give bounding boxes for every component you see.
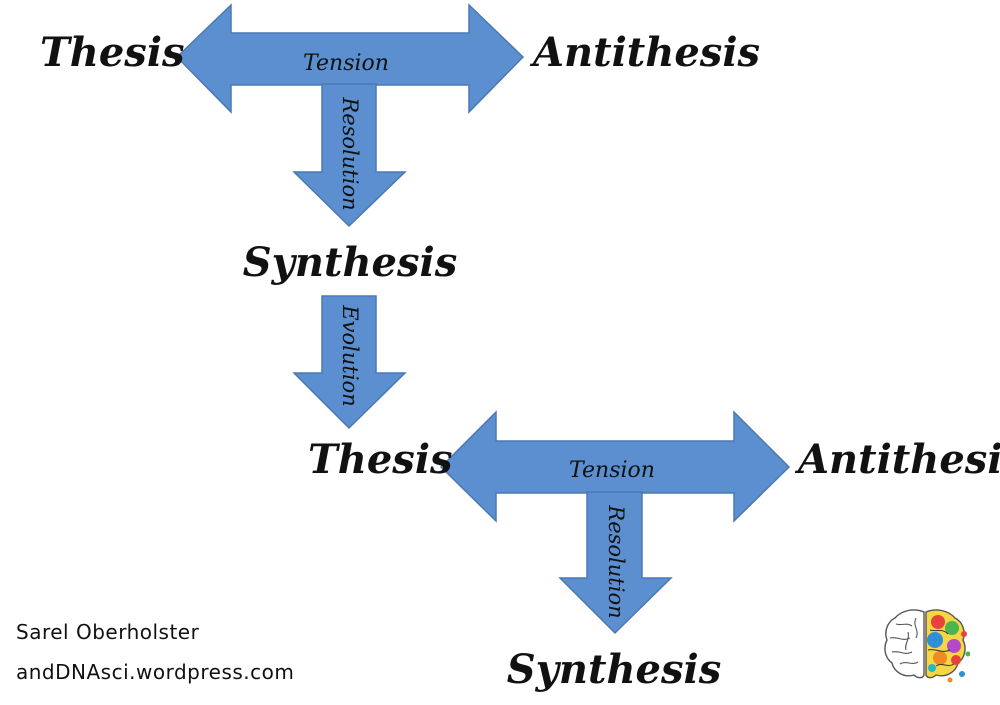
tension-arrow-1: [175, 3, 525, 114]
antithesis-label-1: Antithesis: [529, 29, 760, 76]
antithesis-label-2: Antithesis: [794, 436, 1000, 483]
resolution-label-2: Resolution: [604, 504, 628, 618]
tension-arrow-2: [439, 410, 791, 523]
tension-label-1: Tension: [303, 51, 389, 76]
resolution-arrow-1: [292, 83, 407, 228]
evolution-label: Evolution: [338, 304, 362, 406]
synthesis-label-1: Synthesis: [243, 239, 457, 286]
site-credit: andDNAsci.wordpress.com: [16, 660, 295, 684]
tension-label-2: Tension: [569, 458, 655, 483]
evolution-arrow: [292, 295, 407, 430]
author-credit: Sarel Oberholster: [16, 620, 200, 644]
resolution-label-1: Resolution: [338, 96, 362, 210]
resolution-arrow-2: [558, 491, 673, 635]
thesis-label-2: Thesis: [308, 436, 453, 483]
brain-icon: [884, 609, 970, 683]
synthesis-label-2: Synthesis: [507, 646, 721, 693]
thesis-label-1: Thesis: [40, 29, 185, 76]
